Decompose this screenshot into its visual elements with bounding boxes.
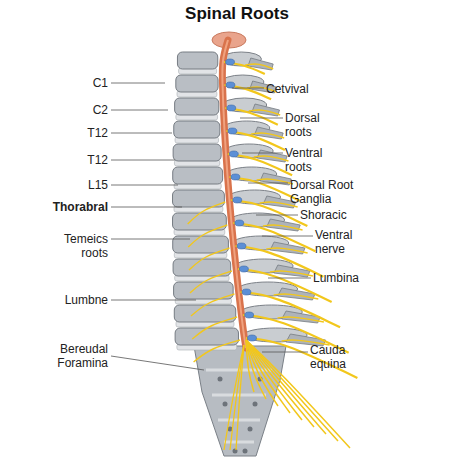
- leader-line: [111, 83, 165, 84]
- dorsal-root-ganglion: [226, 82, 235, 88]
- spinal-nerve: [235, 246, 323, 277]
- leader-line: [111, 160, 175, 161]
- spinal-nerve: [191, 294, 234, 316]
- leader-line: [111, 300, 196, 301]
- dorsal-root-ganglion: [248, 335, 257, 341]
- sacral-foramen: [243, 449, 248, 454]
- part-label: Ventral roots: [285, 146, 340, 174]
- spinal-nerve: [240, 292, 340, 327]
- sacrum-ridge: [218, 419, 260, 422]
- dorsal-root-ganglion: [245, 312, 254, 318]
- cauda-equina-fiber: [230, 345, 244, 450]
- vertebral-body: [177, 52, 217, 69]
- dorsal-root-ganglion: [228, 128, 237, 134]
- leader-line: [111, 239, 190, 240]
- spinal-nerve: [233, 223, 315, 251]
- part-label: Thorabral: [28, 200, 108, 214]
- vertebral-body: [173, 144, 221, 161]
- part-label: Shoracic: [300, 208, 380, 222]
- part-label: Ventral nerve: [315, 228, 365, 256]
- nerve-branch: [245, 64, 273, 69]
- leader-line: [111, 133, 172, 134]
- vertebral-body: [173, 167, 223, 184]
- dorsal-root-ganglion: [227, 105, 236, 111]
- sacrum-ridge: [212, 394, 266, 397]
- dorsal-root-ganglion: [235, 220, 244, 226]
- spinal-nerve: [188, 225, 227, 247]
- part-label: C2: [28, 103, 108, 117]
- dorsal-root-ganglion: [239, 266, 248, 272]
- part-label: T12: [28, 126, 108, 140]
- part-label: Lumbina: [313, 271, 393, 285]
- spinal-nerve: [189, 248, 230, 270]
- diagram-title: Spinal Roots: [0, 4, 474, 24]
- leader-line: [262, 236, 313, 237]
- nerve-branch: [274, 294, 319, 299]
- leader-line: [262, 352, 308, 353]
- part-label: Lumbne: [28, 293, 108, 307]
- vertebral-body: [175, 98, 219, 115]
- sacral-foramen: [253, 402, 258, 407]
- part-label: C1: [28, 76, 108, 90]
- dorsal-root-ganglion: [237, 243, 246, 249]
- spinal-nerve: [194, 340, 240, 362]
- nerve-branch: [270, 271, 313, 276]
- leader-line: [232, 88, 264, 89]
- leader-line: [268, 278, 311, 279]
- dorsal-root-ganglion: [242, 289, 251, 295]
- sacrum-ridge: [224, 441, 254, 444]
- leader-lines: [111, 83, 313, 370]
- sacral-foramen: [233, 449, 238, 454]
- part-label: Dorsal roots: [285, 111, 340, 139]
- nerve-branch: [251, 133, 284, 138]
- part-label: Bereudal Foramina: [46, 342, 108, 370]
- dorsal-root-ganglion: [233, 197, 242, 203]
- part-label: L15: [28, 178, 108, 192]
- leader-line: [248, 183, 288, 184]
- nerve-branch: [263, 225, 303, 230]
- part-label: Temeics roots: [48, 232, 108, 260]
- leader-line: [240, 118, 283, 119]
- spinal-cord: [222, 40, 246, 348]
- leader-line: [256, 215, 298, 216]
- dorsal-root-ganglion: [226, 59, 235, 65]
- nerve-branch: [266, 248, 307, 253]
- leader-line: [111, 110, 168, 111]
- spinal-nerve: [190, 271, 232, 293]
- spinal-cord-highlight: [222, 40, 246, 348]
- spinal-nerve: [192, 317, 237, 339]
- leader-line: [242, 153, 283, 154]
- part-label: Cauda equina: [310, 343, 360, 371]
- leader-line: [111, 185, 178, 186]
- part-label: Dorsal Root Ganglia: [290, 178, 365, 206]
- sacral-foramen: [218, 377, 223, 382]
- part-label: T12: [28, 153, 108, 167]
- part-label: Cetvival: [266, 82, 346, 96]
- cauda-equina-fiber: [224, 345, 244, 450]
- vertebral-body: [174, 121, 220, 138]
- spinal-nerve: [188, 202, 226, 224]
- leader-line: [111, 207, 182, 208]
- dorsal-root-ganglion: [231, 174, 240, 180]
- nerve-branch: [278, 317, 324, 322]
- spinal-nerve: [228, 154, 292, 175]
- dorsal-root-ganglion: [229, 151, 238, 157]
- sacrum-bone: [194, 346, 286, 456]
- nerve-branch: [254, 156, 289, 161]
- leader-line: [111, 356, 204, 370]
- sacral-foramen: [223, 402, 228, 407]
- sacral-foramen: [248, 427, 253, 432]
- nerve-branch: [249, 110, 280, 115]
- vertebral-body: [176, 75, 218, 92]
